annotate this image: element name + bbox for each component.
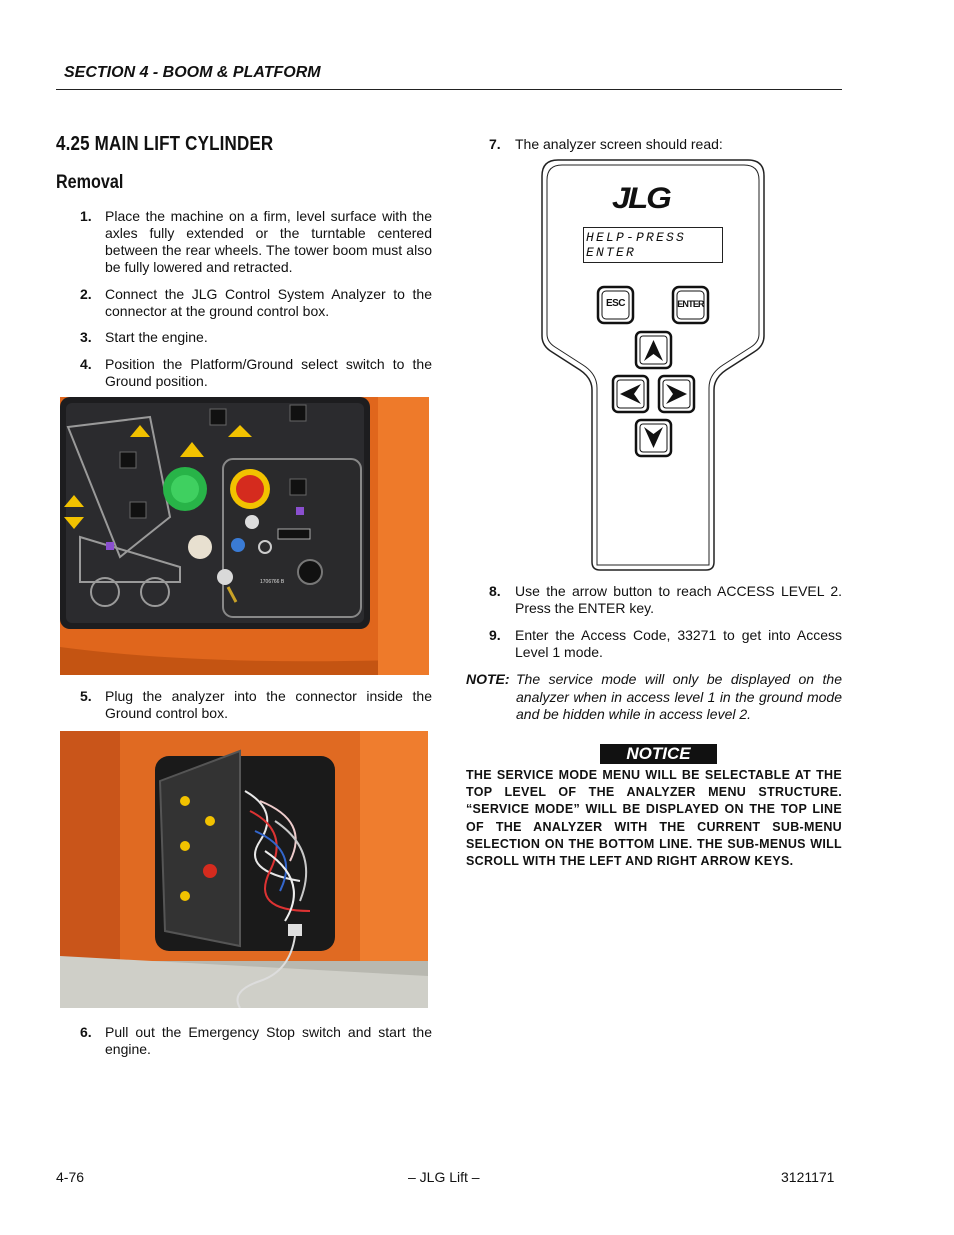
step-text: Start the engine. (105, 329, 208, 345)
step-text: Pull out the Emergency Stop switch and s… (105, 1024, 432, 1057)
section-header: SECTION 4 - BOOM & PLATFORM (64, 64, 321, 81)
step-text: Enter the Access Code, 33271 to get into… (515, 627, 842, 660)
step-number: 2. (80, 286, 92, 302)
step-number: 1. (80, 208, 92, 224)
header-rule (56, 89, 842, 90)
step-text: Place the machine on a firm, level surfa… (105, 208, 432, 275)
step-text: Use the arrow button to reach ACCESS LEV… (515, 583, 842, 616)
step-text: Plug the analyzer into the connector ins… (105, 688, 432, 721)
analyzer-connector-photo (60, 731, 428, 1008)
step-number: 9. (489, 627, 501, 643)
note-text: The service mode will only be displayed … (516, 671, 842, 722)
step-number: 6. (80, 1024, 92, 1040)
right-arrow-icon (659, 376, 694, 412)
analyzer-screen-text: HELP-PRESS ENTER (586, 230, 687, 260)
step-text: The analyzer screen should read: (515, 136, 723, 152)
step-number: 3. (80, 329, 92, 345)
ground-control-panel-photo: 1706766 B (60, 397, 429, 675)
analyzer-connector-illustration (60, 731, 428, 1008)
ground-control-panel-illustration: 1706766 B (60, 397, 429, 675)
analyzer-diagram: JLG HELP-PRESS ENTER ESC ENTER (540, 158, 766, 572)
notice-badge: NOTICE (600, 744, 717, 764)
down-arrow-icon (636, 420, 671, 456)
step-number: 4. (80, 356, 92, 372)
left-arrow-icon (613, 376, 648, 412)
document-number: 3121171 (781, 1169, 835, 1185)
page-number: 4-76 (56, 1169, 85, 1185)
step-number: 5. (80, 688, 92, 704)
section-title: 4.25 MAIN LIFT CYLINDER (56, 133, 274, 155)
enter-key-label: ENTER (677, 299, 704, 309)
subsection-title: Removal (56, 172, 124, 193)
note-label: NOTE: (466, 671, 510, 687)
step-number: 8. (489, 583, 501, 599)
analyzer-screen: HELP-PRESS ENTER (583, 227, 723, 263)
up-arrow-icon (636, 332, 671, 368)
step-text: Position the Platform/Ground select swit… (105, 356, 432, 389)
footer-publisher: – JLG Lift – (408, 1169, 480, 1185)
step-number: 7. (489, 136, 501, 152)
esc-key-label: ESC (605, 298, 626, 309)
analyzer-outline (541, 159, 765, 571)
notice-text: THE SERVICE MODE MENU WILL BE SELECTABLE… (466, 768, 842, 869)
step-text: Connect the JLG Control System Analyzer … (105, 286, 432, 319)
jlg-logo: JLG (612, 182, 672, 215)
panel-label: 1706766 B (260, 579, 285, 585)
